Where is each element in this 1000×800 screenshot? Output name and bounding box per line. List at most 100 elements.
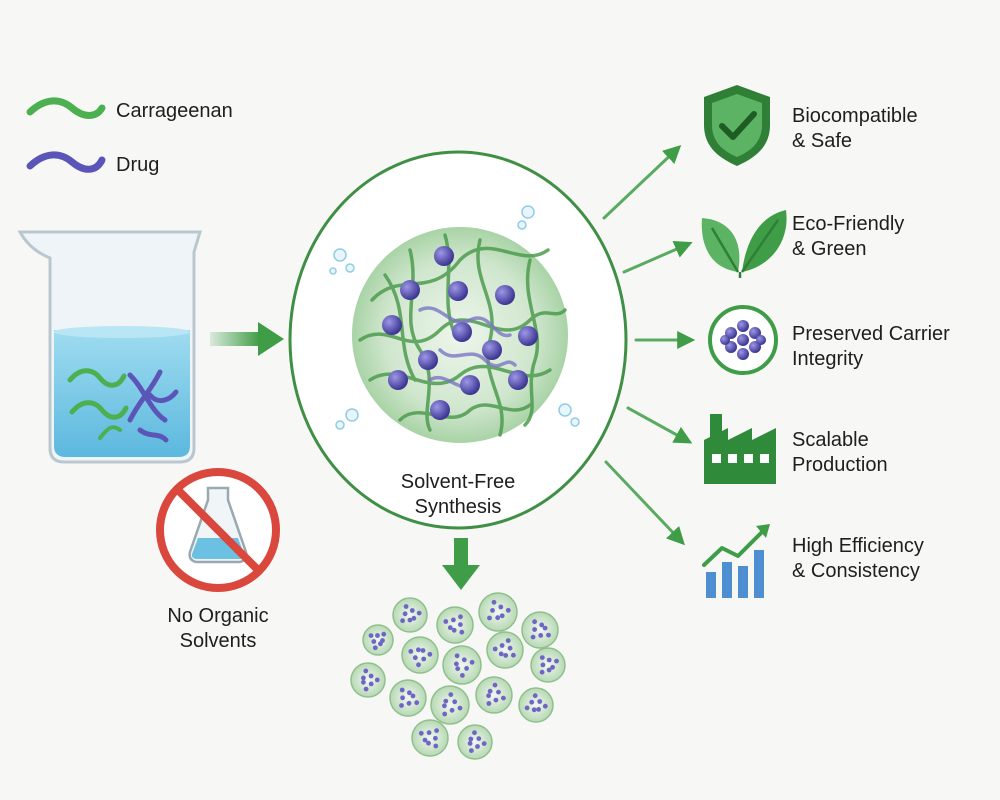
small-drug-dot (403, 604, 409, 609)
beaker-icon (17, 230, 203, 464)
small-nanoparticle (530, 647, 566, 683)
small-nanoparticle (430, 685, 470, 725)
small-drug-dot (532, 693, 538, 699)
small-drug-dot (507, 645, 513, 651)
small-drug-dot (420, 648, 426, 653)
small-drug-dot (476, 736, 482, 741)
small-drug-dot (511, 652, 516, 658)
small-drug-dot (481, 741, 487, 746)
small-drug-dot (402, 611, 408, 617)
small-drug-dot (537, 699, 543, 704)
benefit-scalable: Scalable Production (792, 428, 888, 478)
small-drug-dot (374, 677, 380, 683)
benefit-carrier-integrity: Preserved Carrier Integrity (792, 322, 950, 372)
small-drug-dot (472, 730, 477, 736)
small-drug-dot (434, 728, 439, 733)
small-drug-dot (455, 666, 461, 672)
small-drug-dot (475, 744, 480, 749)
small-drug-dot (368, 681, 374, 687)
small-drug-dot (498, 651, 504, 657)
small-drug-dot (540, 662, 546, 668)
small-drug-dot (491, 599, 497, 605)
synthesis-label: Solvent-Free Synthesis (388, 470, 528, 520)
small-drug-dot (467, 741, 473, 746)
small-drug-dot (524, 705, 530, 711)
small-drug-dot (532, 627, 537, 632)
nanoparticle-sphere (352, 227, 568, 443)
small-drug-dot (503, 653, 509, 658)
benefit-biocompatible: Biocompatible & Safe (792, 104, 918, 154)
small-drug-dot (408, 649, 414, 654)
small-drug-dot (399, 703, 404, 708)
benefit-label-line1: Eco-Friendly (792, 213, 905, 235)
small-drug-dot (400, 695, 405, 701)
benefit-label-line1: High Efficiency (792, 535, 924, 557)
small-drug-dot (550, 664, 555, 670)
small-drug-dot (505, 638, 511, 643)
small-drug-dot (426, 740, 431, 746)
small-nanoparticle (521, 611, 559, 649)
small-drug-dot (487, 615, 492, 621)
small-drug-dot (469, 748, 474, 753)
small-drug-dot (411, 615, 417, 621)
small-drug-dot (499, 613, 505, 619)
small-drug-dot (416, 647, 421, 653)
small-drug-dot (546, 657, 552, 663)
small-drug-dot (546, 667, 552, 673)
small-drug-dot (505, 607, 511, 613)
small-drug-dot (433, 735, 438, 741)
small-drug-dot (433, 743, 439, 749)
small-drug-dot (554, 658, 559, 664)
small-drug-dot (546, 632, 551, 638)
small-drug-dot (542, 625, 548, 631)
small-drug-dot (495, 615, 501, 621)
small-drug-dot (469, 659, 475, 665)
no-solvents-line2: Solvents (179, 630, 257, 652)
small-drug-dot (422, 737, 428, 743)
small-nanoparticle (389, 679, 427, 717)
arrow-to-synthesis (210, 322, 284, 356)
synthesis-label-line2: Synthesis (414, 496, 502, 518)
small-nanoparticle (475, 676, 513, 714)
small-drug-dot (452, 699, 458, 705)
benefit-label-line2: & Green (792, 238, 867, 260)
small-drug-dot (486, 693, 491, 699)
small-drug-dot (442, 711, 448, 717)
small-drug-dot (442, 703, 447, 709)
small-drug-dot (416, 662, 421, 668)
small-drug-dot (399, 687, 405, 693)
synthesis-label-line1: Solvent-Free (400, 471, 516, 493)
purple-wave-icon (26, 151, 106, 173)
small-drug-dot (499, 643, 505, 648)
small-drug-dot (368, 633, 374, 638)
small-drug-dot (492, 646, 498, 652)
small-drug-dot (371, 639, 377, 644)
small-drug-dot (448, 692, 454, 697)
small-drug-dot (380, 638, 385, 643)
legend-carrageenan-label: Carrageenan (116, 100, 233, 122)
small-drug-dot (493, 697, 499, 703)
small-nanoparticle (350, 662, 386, 698)
small-drug-dot (375, 633, 380, 638)
particle-icon (708, 305, 778, 375)
benefit-eco-friendly: Eco-Friendly & Green (792, 212, 904, 262)
small-drug-dot (487, 688, 493, 694)
small-drug-dot (363, 668, 369, 674)
small-nanoparticle (478, 592, 518, 632)
small-nanoparticle (518, 687, 554, 723)
small-nanoparticle (411, 719, 449, 757)
small-drug-dot (464, 666, 469, 671)
small-drug-dot (492, 682, 498, 688)
small-nanoparticle (362, 624, 394, 656)
small-drug-dot (407, 617, 413, 623)
small-drug-dot (459, 629, 465, 635)
benefit-label-line1: Preserved Carrier (792, 323, 950, 345)
small-drug-dot (501, 695, 506, 701)
small-drug-dot (361, 679, 366, 685)
small-nanoparticle (392, 597, 428, 633)
small-drug-dot (426, 730, 432, 736)
green-wave-icon (26, 97, 106, 119)
small-drug-dot (460, 673, 465, 678)
small-drug-dot (363, 686, 369, 692)
